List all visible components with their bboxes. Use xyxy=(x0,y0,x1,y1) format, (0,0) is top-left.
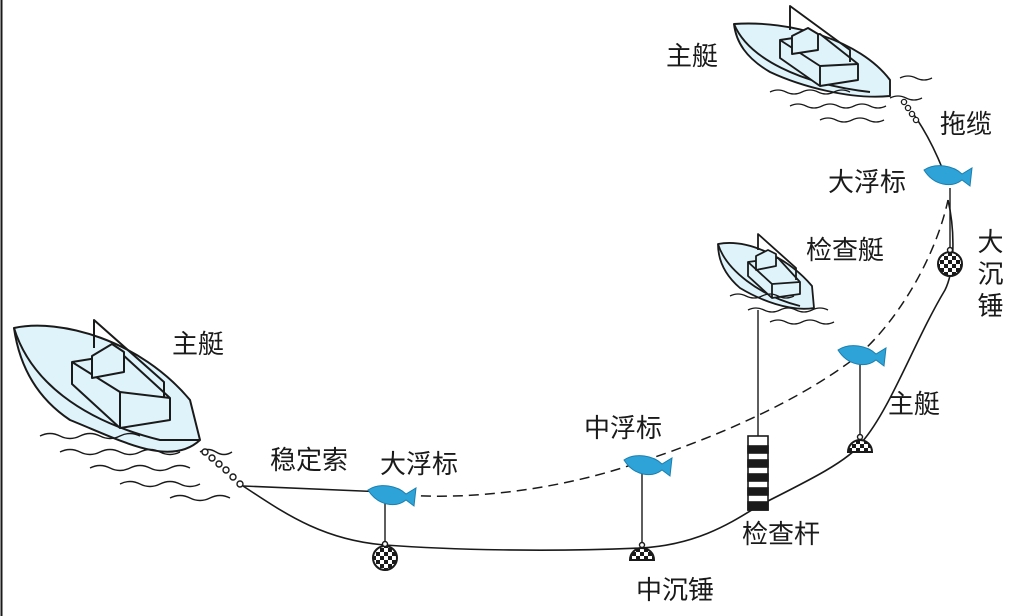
checkered-sinker-icon xyxy=(846,433,874,453)
stabilizing-rope xyxy=(242,485,386,493)
striped-rod-icon xyxy=(747,435,769,511)
main-boat-top xyxy=(733,5,891,98)
tow-cable-chain xyxy=(900,98,920,124)
big-sinker-label: 大沉锤 xyxy=(973,228,1003,324)
middle-sinker-label: 中沉锤 xyxy=(636,576,715,606)
main-boat-left xyxy=(13,319,201,453)
checkered-sinker-icon xyxy=(628,541,656,561)
checkered-sinker-icon xyxy=(372,540,398,571)
checkered-sinker-icon xyxy=(937,246,963,277)
fish-float-icon xyxy=(837,345,887,367)
middle-float-label: 中浮标 xyxy=(584,414,663,444)
mast xyxy=(93,319,165,398)
big-float-top-label: 大浮标 xyxy=(828,168,907,198)
stabilizing-rope-label: 稳定索 xyxy=(270,446,349,476)
main-boat-top-label: 主艇 xyxy=(666,42,719,72)
inspection-boat xyxy=(717,233,815,310)
wheelhouse xyxy=(91,343,125,379)
inspection-boat-label: 检查艇 xyxy=(806,236,885,266)
waves-left xyxy=(39,432,233,502)
stabilizing-rope-chain xyxy=(201,448,244,488)
hull-line xyxy=(13,327,200,441)
fish-float-icon xyxy=(623,455,673,477)
tow-cable-label: 拖缆 xyxy=(940,110,993,140)
waves-inspection xyxy=(729,293,835,325)
big-float-left-label: 大浮标 xyxy=(380,450,459,480)
fish-float-icon xyxy=(923,165,973,187)
main-boat-line-label: 主艇 xyxy=(888,390,941,420)
main-boat-left-label: 主艇 xyxy=(172,330,225,360)
inspection-rod-label: 检查杆 xyxy=(742,520,821,550)
fish-float-icon xyxy=(367,485,417,507)
waves-top xyxy=(769,75,933,123)
